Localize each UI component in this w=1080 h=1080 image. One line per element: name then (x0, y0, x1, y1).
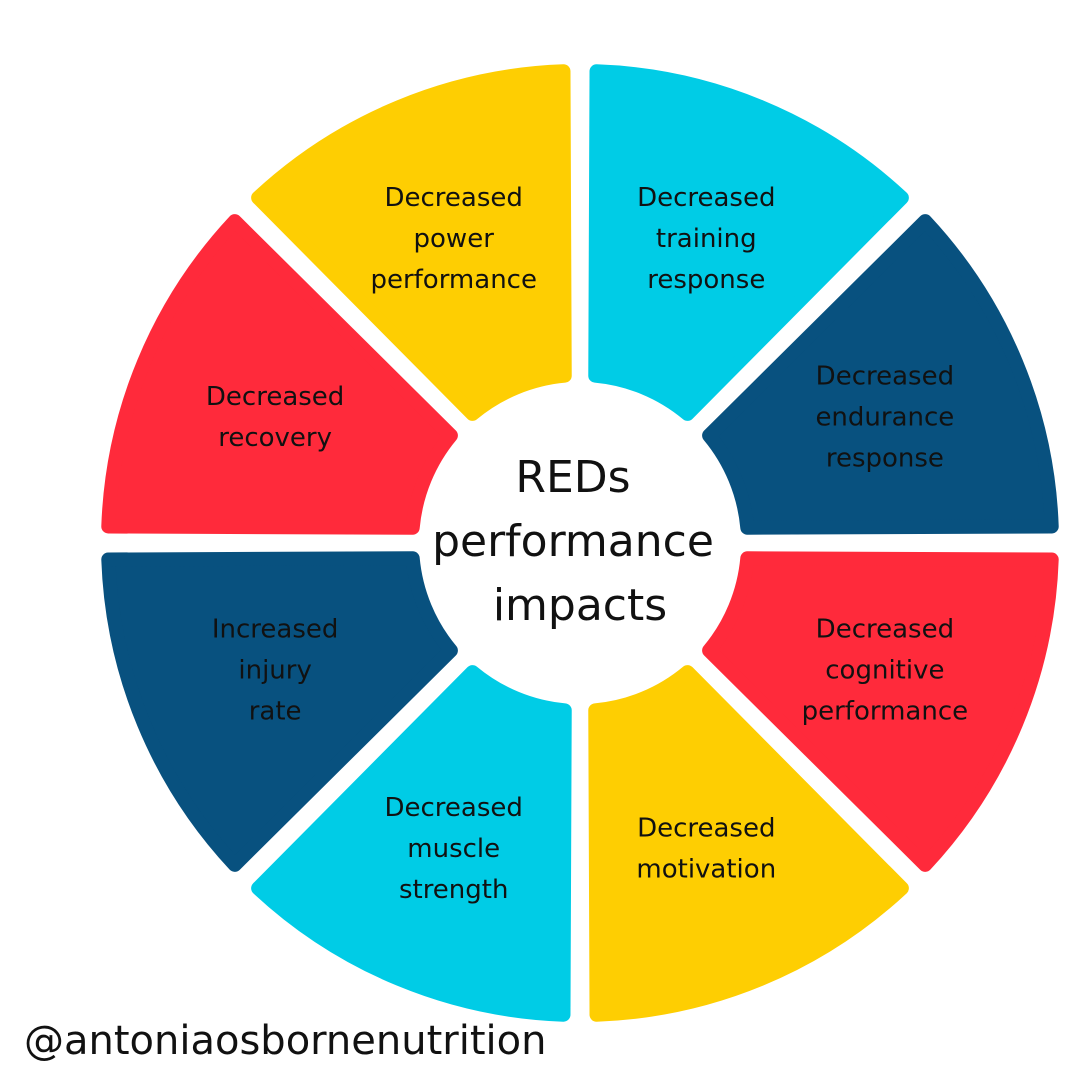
segment-label-1-line-2: training (656, 224, 757, 254)
segment-label-7-line-1: Decreased (206, 382, 344, 412)
segment-label-5: Decreased muscle strength (385, 793, 523, 905)
segment-label-5-line-2: muscle (407, 834, 500, 864)
segment-label-6-line-2: injury (238, 655, 311, 685)
wheel-segment-6 (101, 551, 458, 872)
wheel-segment-2 (702, 214, 1059, 535)
segment-label-3: Decreased cognitive performance (802, 614, 969, 726)
wheel-segment-3 (702, 551, 1059, 872)
segment-label-5-line-3: strength (399, 875, 509, 905)
segment-label-7-line-2: recovery (218, 423, 332, 453)
segment-label-2-line-2: endurance (815, 403, 954, 433)
segment-label-4: Decreased motivation (636, 813, 776, 884)
segment-label-6-line-3: rate (249, 696, 302, 726)
social-handle: @antoniaosbornenutrition (24, 1018, 547, 1064)
segment-label-1-line-3: response (647, 265, 765, 295)
segment-label-3-line-2: cognitive (825, 655, 944, 685)
segment-label-8-line-3: performance (370, 265, 537, 295)
wheel-segment-5 (251, 665, 572, 1022)
wheel-segment-7 (101, 214, 458, 535)
segment-label-6-line-1: Increased (212, 614, 339, 644)
wheel-segment-4 (588, 665, 909, 1022)
segment-label-8-line-2: power (414, 224, 495, 254)
center-title: REDs performance impacts (432, 452, 728, 631)
center-title-line-1: REDs (515, 452, 630, 503)
center-title-line-2: performance (432, 516, 714, 567)
segment-label-8: Decreased power performance (370, 183, 537, 295)
segment-label-8-line-1: Decreased (385, 183, 523, 213)
segment-label-3-line-1: Decreased (816, 614, 954, 644)
segment-label-6: Increased injury rate (212, 614, 339, 726)
segment-label-2: Decreased endurance response (815, 362, 954, 474)
segment-label-4-line-2: motivation (636, 854, 776, 884)
segment-label-2-line-3: response (826, 444, 944, 474)
segment-label-3-line-3: performance (802, 696, 969, 726)
wheel-segment-1 (588, 64, 909, 421)
segment-label-7: Decreased recovery (206, 382, 344, 453)
segment-label-5-line-1: Decreased (385, 793, 523, 823)
segment-label-1: Decreased training response (637, 183, 775, 295)
center-title-line-3: impacts (493, 580, 667, 631)
segment-label-1-line-1: Decreased (637, 183, 775, 213)
segments-layer (101, 64, 1059, 1022)
wheel-segment-8 (251, 64, 572, 421)
segment-label-2-line-1: Decreased (816, 362, 954, 392)
segment-label-4-line-1: Decreased (637, 813, 775, 843)
